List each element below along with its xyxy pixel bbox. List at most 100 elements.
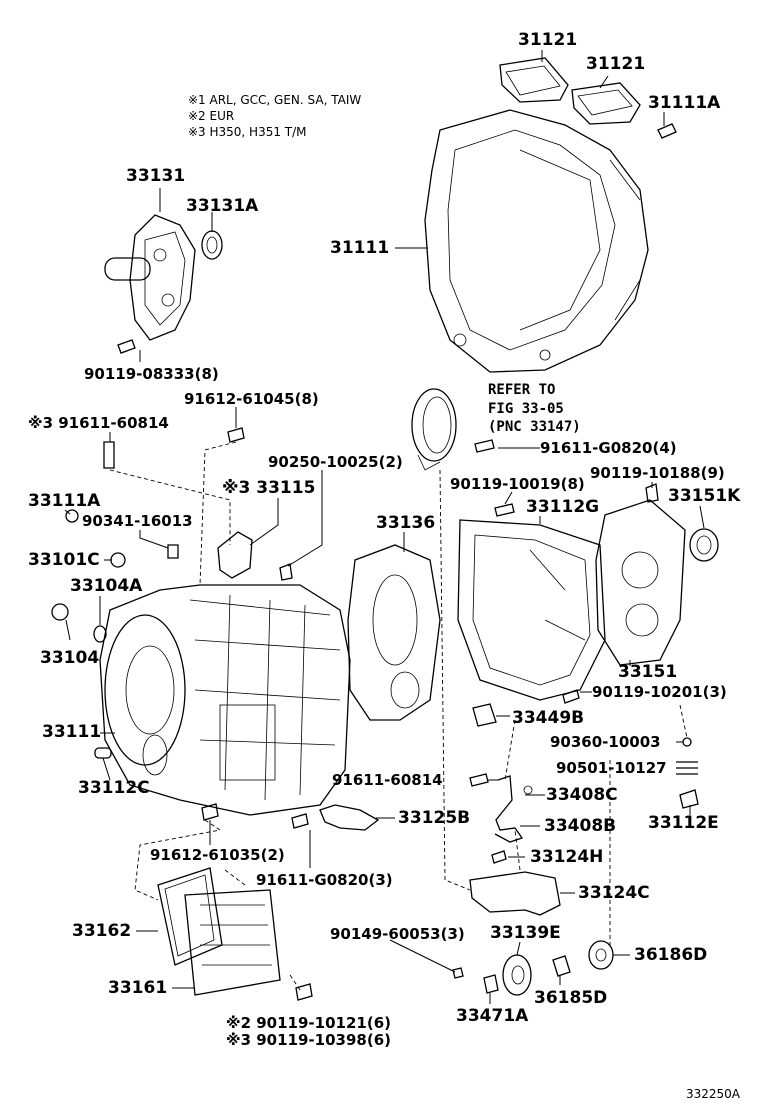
part-label-33104: 33104: [40, 648, 100, 668]
part-label-91611-g0820-4: 91611-G0820(4): [540, 439, 677, 457]
part-label-91611-60814-top: ※3 91611-60814: [28, 414, 169, 432]
part-label-91611-60814-mid: 91611-60814: [332, 771, 443, 789]
transmission-case-33111: [99, 584, 351, 816]
clip-33471a: [483, 974, 499, 994]
bolt-91611-60814-top: [103, 441, 115, 469]
part-label-31111: 31111: [330, 238, 390, 258]
cover-33124c: [469, 871, 561, 916]
bolt-90119-10019: [494, 503, 515, 517]
part-label-33449b: 33449B: [512, 708, 585, 728]
bolt-90119-10201: [562, 689, 580, 704]
part-label-33125b: 33125B: [398, 808, 471, 828]
part-label-90119-10188: 90119-10188(9): [590, 464, 725, 482]
bolt-90149-60053: [452, 967, 464, 979]
part-label-33131: 33131: [126, 166, 186, 186]
plug-33104: [51, 603, 69, 621]
bolt-90119-10121: [295, 983, 313, 1001]
bolt-91612-61045: [227, 427, 245, 443]
part-label-33112c: 33112C: [78, 778, 150, 798]
ball-90360-10003: [682, 737, 692, 747]
figure-code: 332250A: [686, 1087, 741, 1101]
part-label-36185d: 36185D: [534, 988, 608, 1008]
gasket-33104a: [93, 625, 107, 643]
retainer-33115: [217, 531, 253, 579]
part-label-31111a-top: 31111A: [648, 93, 721, 113]
bolt-31111a-top: [657, 123, 677, 139]
oil-seal-33131a: [201, 230, 223, 260]
part-label-90119-10019: 90119-10019(8): [450, 475, 585, 493]
plate-36185d: [552, 955, 571, 977]
part-label-33131a: 33131A: [186, 196, 259, 216]
part-label-33471a: 33471A: [456, 1006, 529, 1026]
part-label-33112e: 33112E: [648, 813, 719, 833]
part-label-33111: 33111: [42, 722, 102, 742]
part-label-90360-10003: 90360-10003: [550, 733, 661, 751]
bolt-91611-60814-mid: [469, 773, 489, 787]
bolt-91611-g0820-3: [291, 813, 309, 829]
part-label-33139e: 33139E: [490, 923, 561, 943]
cover-33161: [184, 889, 281, 996]
part-label-90341-16013: 90341-16013: [82, 512, 193, 530]
bracket-33449b: [472, 703, 497, 727]
part-label-90149-60053: 90149-60053(3): [330, 925, 465, 943]
note-3: ※3 H350, H351 T/M: [188, 125, 307, 139]
extension-housing-33131: [104, 214, 196, 341]
part-label-33115: ※3 33115: [222, 478, 316, 498]
spring-90501-10127: [676, 761, 698, 775]
part-label-31121-a: 31121: [518, 30, 578, 50]
part-label-91612-61045: 91612-61045(8): [184, 390, 319, 408]
part-label-33408b: 33408B: [544, 816, 617, 836]
ref-line-3: (PNC 33147): [488, 419, 581, 435]
part-label-90119-10201: 90119-10201(3): [592, 683, 727, 701]
part-label-33104a: 33104A: [70, 576, 143, 596]
part-label-33162: 33162: [72, 921, 132, 941]
part-label-33111a-left: 33111A: [28, 491, 101, 511]
part-label-33408c: 33408C: [546, 785, 618, 805]
note-2: ※2 EUR: [188, 109, 235, 123]
gasket-ref-33147: [411, 388, 457, 471]
ref-line-2: FIG 33-05: [488, 401, 564, 417]
assembly-lines: [109, 441, 688, 991]
note-1: ※1 ARL, GCC, GEN. SA, TAIW: [188, 93, 362, 107]
part-label-33151k: 33151K: [668, 486, 741, 506]
shift-lever-33408: [494, 775, 533, 843]
part-label-33151: 33151: [618, 662, 678, 682]
bearing-36186d: [588, 940, 614, 970]
gear-33139e: [502, 954, 532, 996]
part-label-33136: 33136: [376, 513, 436, 533]
ref-line-1: REFER TO: [488, 382, 556, 398]
pipe-33125b: [319, 804, 380, 831]
part-label-90119-08333: 90119-08333(8): [84, 365, 219, 383]
pin-90250-10025: [279, 563, 293, 581]
part-label-31121-b: 31121: [586, 54, 646, 74]
leader-lines: [64, 50, 705, 1004]
part-label-91611-g0820-3: 91611-G0820(3): [256, 871, 393, 889]
cover-31121-a: [499, 57, 569, 103]
bolt-91612-61035: [201, 803, 219, 821]
part-label-90119-10398: ※3 90119-10398(6): [226, 1031, 391, 1049]
part-label-33124h: 33124H: [530, 847, 604, 867]
part-label-90250-10025: 90250-10025(2): [268, 453, 403, 471]
plug-90341-16013: [167, 544, 179, 559]
part-label-33101c: 33101C: [28, 550, 100, 570]
oil-seal-33151k: [689, 528, 719, 562]
bolt-90119-08333: [117, 339, 136, 354]
plug-33112e: [679, 789, 699, 809]
bellhousing-31111: [424, 109, 649, 373]
bolt-91611-g0820-4: [474, 439, 495, 453]
part-label-90119-10121: ※2 90119-10121(6): [226, 1014, 391, 1032]
part-label-33161: 33161: [108, 978, 168, 998]
rear-cover-33151: [595, 499, 686, 666]
part-label-33112g: 33112G: [526, 497, 600, 517]
part-label-90501-10127: 90501-10127: [556, 759, 667, 777]
case-33112g: [457, 519, 606, 701]
cover-31121-b: [571, 82, 641, 125]
gasket-33101c: [110, 552, 126, 568]
bolt-90119-10188: [645, 483, 659, 503]
part-label-33124c: 33124C: [578, 883, 650, 903]
plug-33111a: [65, 509, 79, 523]
bolt-33124h: [491, 850, 507, 864]
part-label-91612-61035: 91612-61035(2): [150, 846, 285, 864]
